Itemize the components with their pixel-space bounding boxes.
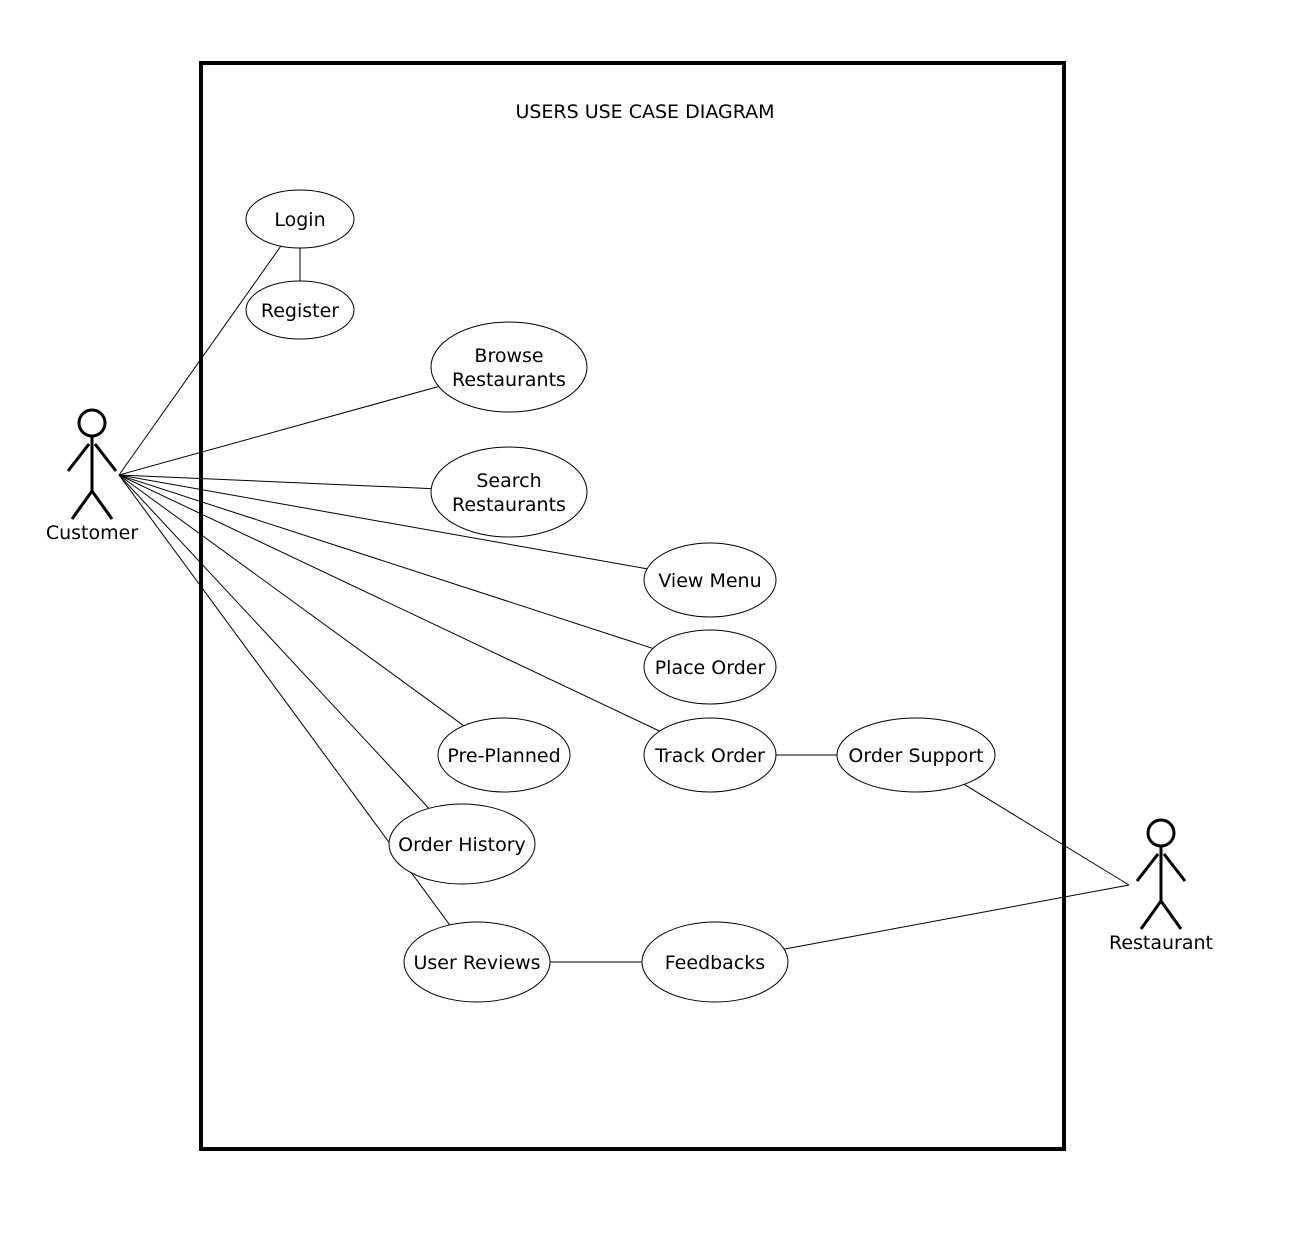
system-boundary: [199, 61, 1066, 1151]
use-case-ellipse[interactable]: [430, 446, 588, 538]
use-case-label: View Menu: [658, 570, 761, 592]
use-cases: LoginRegisterBrowseRestaurantsSearchRest…: [245, 189, 996, 1003]
actor-head: [77, 408, 107, 438]
association-customer-to-place-order: [118, 474, 654, 649]
actor-left-arm: [66, 443, 91, 472]
use-case-track-order[interactable]: Track Order: [643, 717, 777, 793]
use-case-label: Order Support: [848, 745, 983, 767]
use-case-label: Order History: [398, 834, 526, 856]
association-customer-to-search-restaurants: [118, 474, 432, 490]
use-case-ellipse[interactable]: [403, 921, 551, 1003]
stick-figure-icon: [66, 408, 118, 520]
association-customer-to-track-order: [118, 474, 660, 732]
use-case-ellipse[interactable]: [388, 803, 536, 885]
use-case-label: Restaurants: [452, 369, 566, 391]
associations: [118, 245, 1130, 963]
use-case-ellipse[interactable]: [836, 717, 996, 793]
use-case-label: Track Order: [654, 745, 765, 767]
use-case-label: Pre-Planned: [447, 745, 560, 767]
diagram-title: USERS USE CASE DIAGRAM: [515, 101, 774, 123]
use-case-label: User Reviews: [413, 952, 540, 974]
association-customer-to-browse-restaurants: [118, 385, 439, 476]
use-case-pre-planned[interactable]: Pre-Planned: [437, 717, 571, 793]
actor-right-leg: [90, 490, 114, 520]
actor-restaurant[interactable]: Restaurant: [1109, 818, 1213, 954]
use-case-order-history[interactable]: Order History: [388, 803, 536, 885]
use-case-ellipse[interactable]: [437, 717, 571, 793]
use-case-label: Login: [274, 209, 325, 231]
use-case-ellipse[interactable]: [643, 542, 777, 618]
use-case-ellipse[interactable]: [245, 280, 355, 340]
use-case-order-support[interactable]: Order Support: [836, 717, 996, 793]
use-case-view-menu[interactable]: View Menu: [643, 542, 777, 618]
use-case-ellipse[interactable]: [643, 717, 777, 793]
actor-right-arm: [1162, 853, 1187, 882]
use-case-user-reviews[interactable]: User Reviews: [403, 921, 551, 1003]
use-case-ellipse[interactable]: [430, 321, 588, 413]
actor-right-arm: [93, 443, 118, 472]
use-case-label: Register: [261, 300, 339, 322]
actor-left-arm: [1135, 853, 1160, 882]
use-case-ellipse[interactable]: [641, 921, 789, 1003]
actor-right-leg: [1159, 900, 1183, 930]
actor-left-leg: [70, 490, 94, 520]
use-case-label: Feedbacks: [665, 952, 765, 974]
use-case-register[interactable]: Register: [245, 280, 355, 340]
use-case-label: Browse: [474, 345, 543, 367]
association-customer-to-pre-planned: [118, 474, 465, 727]
actor-head: [1146, 818, 1176, 848]
use-case-label: Place Order: [655, 657, 766, 679]
stick-figure-icon: [1135, 818, 1187, 930]
use-case-place-order[interactable]: Place Order: [643, 629, 777, 705]
use-case-label: Restaurants: [452, 494, 566, 516]
association-customer-to-order-history: [118, 474, 430, 809]
association-order-support-to-restaurant: [963, 783, 1130, 886]
use-case-label: Search: [476, 470, 541, 492]
use-case-ellipse[interactable]: [643, 629, 777, 705]
use-case-login[interactable]: Login: [245, 189, 355, 249]
use-case-feedbacks[interactable]: Feedbacks: [641, 921, 789, 1003]
actor-left-leg: [1139, 900, 1163, 930]
association-feedbacks-to-restaurant: [784, 884, 1130, 950]
actor-label: Restaurant: [1109, 932, 1213, 954]
actor-label: Customer: [46, 522, 138, 544]
use-case-ellipse[interactable]: [245, 189, 355, 249]
association-customer-to-login: [118, 245, 282, 476]
association-customer-to-view-menu: [118, 474, 648, 570]
actor-customer[interactable]: Customer: [46, 408, 138, 544]
